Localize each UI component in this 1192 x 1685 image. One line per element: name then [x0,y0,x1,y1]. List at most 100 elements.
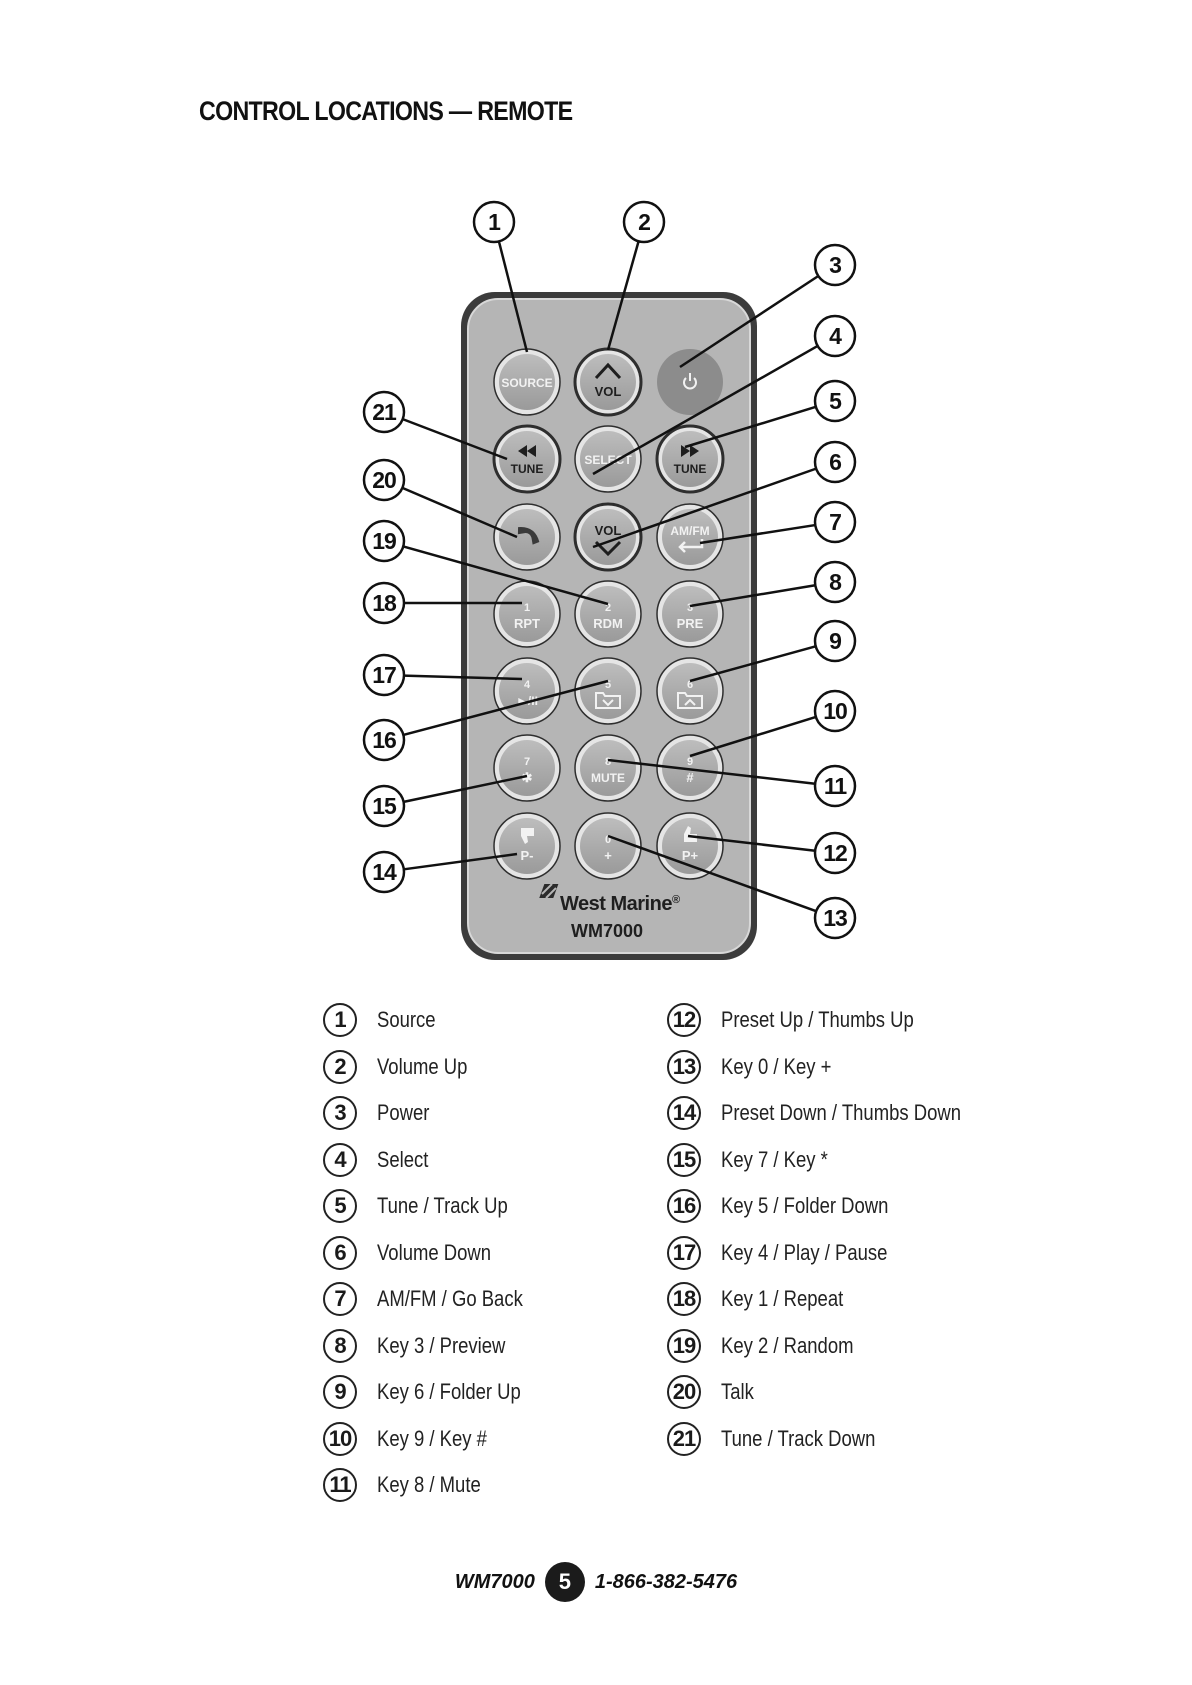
button-face[interactable] [662,740,718,796]
button-face[interactable] [580,509,636,565]
key1-label-top: 1 [524,602,530,614]
select-button[interactable]: SELECT [574,425,642,493]
key8-label-top: 8 [605,756,611,768]
vol-up-label-bottom: VOL [595,384,622,399]
legend-label: Key 8 / Mute [377,1472,481,1497]
tune-down-button[interactable]: TUNE [492,424,562,494]
callout-leader-8 [689,584,816,608]
callout-19: 19 [362,519,406,563]
callout-number: 3 [829,252,841,278]
button-face[interactable] [580,354,636,410]
key6-button[interactable]: 6 [656,657,724,725]
button-face[interactable] [580,818,636,874]
key2-label-top: 2 [605,602,611,614]
tune-up-button[interactable]: TUNE [655,424,725,494]
key0-button[interactable]: 0+ [574,812,642,880]
callout-number: 11 [824,773,848,799]
power-button[interactable] [657,349,723,415]
key7-button[interactable]: 7✱ [493,734,561,802]
power-button-face[interactable] [657,349,723,415]
button-face[interactable] [499,663,555,719]
source-button[interactable]: SOURCE [493,348,561,416]
vol-up-button[interactable]: VOL [573,347,643,417]
key4-button[interactable]: 4►/II [493,657,561,725]
callout-18: 18 [362,581,406,625]
button-face[interactable] [662,663,718,719]
button-face[interactable] [580,586,636,642]
callout-leader-7 [699,523,816,545]
key6-label-top: 6 [687,679,693,691]
key5-button[interactable]: 5 [574,657,642,725]
key5-label-top: 5 [605,679,611,691]
callout-leader-19 [402,545,609,606]
amfm-button[interactable]: AM/FM [656,503,724,571]
callout-12: 12 [813,831,857,875]
button-face[interactable] [499,586,555,642]
legend-number: 14 [667,1096,701,1130]
callout-leader-3 [679,274,819,369]
button-face[interactable] [499,431,555,487]
callout-number: 2 [638,209,650,235]
legend-number: 17 [667,1235,701,1270]
callout-6: 6 [813,440,857,484]
button-face[interactable] [662,509,718,565]
power-icon [683,377,697,390]
callout-leader-15 [403,774,528,804]
preset-up-button[interactable]: P+ [656,812,724,880]
select-label-top: SELECT [584,453,632,467]
callout-number: 18 [372,590,397,616]
callout-16: 16 [362,718,406,762]
button-face[interactable] [580,740,636,796]
callout-leader-13 [607,834,817,913]
legend-number: 10 [323,1421,357,1456]
callout-leader-2 [606,240,640,351]
button-face[interactable] [580,663,636,719]
legend-number: 5 [323,1189,357,1223]
key7-label-bottom: ✱ [522,770,533,785]
callout-7: 7 [813,500,857,544]
button-face[interactable] [662,431,718,487]
legend-label: Key 3 / Preview [377,1332,506,1358]
callout-leader-5 [684,405,817,449]
callout-leader-16 [403,679,609,737]
page-title: CONTROL LOCATIONS — REMOTE [199,96,573,126]
button-face[interactable] [499,509,555,565]
legend-number: 3 [323,1096,357,1130]
callout-4: 4 [813,314,857,358]
preset-down-button[interactable]: P- [493,812,561,880]
callout-number: 7 [829,509,841,535]
button-face[interactable] [499,740,555,796]
amfm-label-top: AM/FM [670,524,709,538]
button-face[interactable] [499,818,555,874]
callout-15: 15 [362,784,406,828]
legend-number: 13 [667,1049,701,1084]
tune-down-label-bottom: TUNE [511,462,544,476]
legend-item: 8 Key 3 / Preview [323,1326,530,1366]
legend-label: Key 6 / Folder Up [377,1379,521,1404]
button-face[interactable] [662,586,718,642]
callout-number: 16 [372,727,396,753]
vol-down-button[interactable]: VOL [573,502,643,572]
callout-10: 10 [813,689,857,733]
key0-label-bottom: + [604,848,612,863]
callout-leader-9 [689,645,817,683]
legend-number: 18 [667,1282,701,1316]
talk-button[interactable] [493,503,561,571]
button-face[interactable] [499,354,555,410]
key3-label-top: 3 [687,602,693,614]
legend-number: 2 [323,1049,357,1084]
legend-label: Tune / Track Up [377,1193,508,1218]
legend-label: Preset Down / Thumbs Down [721,1100,962,1125]
legend-number: 8 [323,1328,357,1363]
callout-number: 13 [823,905,847,931]
